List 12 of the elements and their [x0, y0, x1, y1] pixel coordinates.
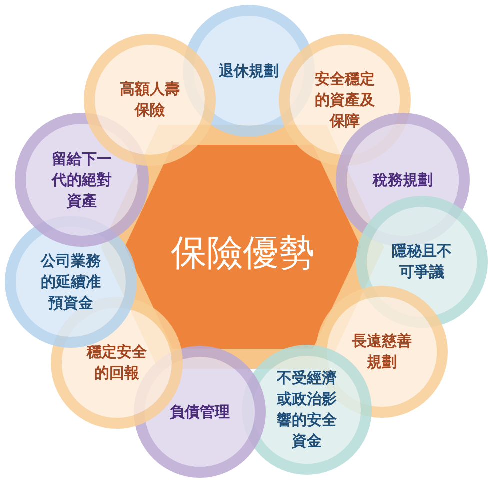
center-title: 保險優勢: [171, 233, 315, 275]
node-label: 長遠慈善規劃: [351, 331, 413, 373]
node-label: 公司業務的延續准預資金: [40, 250, 102, 314]
node-label: 不受經濟或政治影響的安全資金: [276, 368, 338, 452]
node-label: 隱秘且不可爭議: [391, 241, 453, 283]
node-label: 退休規劃: [218, 60, 280, 82]
node-label: 穩定安全的回報: [86, 342, 148, 384]
node-label: 負債管理: [169, 402, 231, 422]
node-label: 稅務規劃: [372, 170, 434, 190]
node-label: 留給下一代的絕對資產: [50, 148, 113, 212]
node-label: 高額人壽保險: [119, 79, 181, 121]
node-label: 安全穩定的資產及保障: [314, 68, 376, 132]
